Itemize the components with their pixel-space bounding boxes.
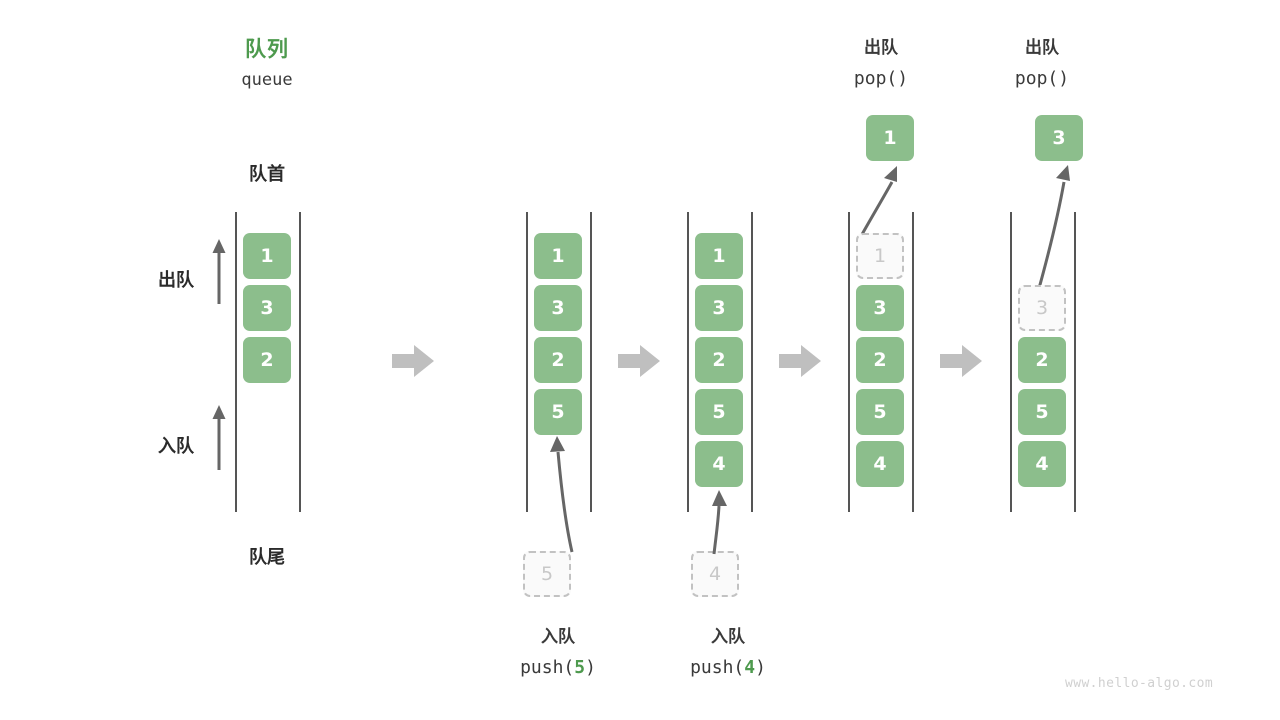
queue-stack-4: 1 3 2 5 4 <box>856 233 904 487</box>
queue-rail-left-2 <box>526 212 528 512</box>
queue-cell: 2 <box>856 337 904 383</box>
diagram-title-cn: 队列 <box>245 37 289 61</box>
queue-cell: 3 <box>695 285 743 331</box>
queue-cell: 1 <box>243 233 291 279</box>
queue-cell: 4 <box>1018 441 1066 487</box>
queue-cell: 5 <box>695 389 743 435</box>
queue-rail-left-3 <box>687 212 689 512</box>
queue-cell: 4 <box>695 441 743 487</box>
queue-cell: 4 <box>856 441 904 487</box>
code-prefix: pop( <box>1014 68 1059 89</box>
queue-cell: 3 <box>243 285 291 331</box>
queue-cell: 2 <box>243 337 291 383</box>
queue-rail-right-3 <box>751 212 753 512</box>
enqueue-label: 入队 <box>158 436 194 457</box>
pop-caption-cn-4: 出队 <box>864 38 898 58</box>
push-caption-code-2: push(5) <box>478 657 638 678</box>
rear-label: 队尾 <box>249 547 285 568</box>
popped-cell: 1 <box>866 115 914 161</box>
flow-arrow-icon <box>392 345 434 377</box>
queue-stack-1: 1 3 2 <box>243 233 291 383</box>
flow-arrow-icon <box>779 345 821 377</box>
queue-cell: 5 <box>534 389 582 435</box>
queue-cell: 1 <box>695 233 743 279</box>
flow-arrow-icon <box>940 345 982 377</box>
incoming-ghost-cell: 4 <box>691 551 739 597</box>
code-suffix: ) <box>897 68 909 89</box>
push-arrow-icon <box>550 436 574 553</box>
queue-rail-left-5 <box>1010 212 1012 512</box>
code-suffix: ) <box>1058 68 1070 89</box>
queue-cell: 1 <box>534 233 582 279</box>
pop-caption-cn-5: 出队 <box>1025 38 1059 58</box>
queue-cell: 3 <box>534 285 582 331</box>
incoming-ghost-cell: 5 <box>523 551 571 597</box>
watermark: www.hello-algo.com <box>1065 676 1214 691</box>
queue-rail-right-2 <box>590 212 592 512</box>
queue-rail-right-4 <box>912 212 914 512</box>
pop-caption-code-4: pop() <box>822 68 940 89</box>
code-prefix: push( <box>690 657 745 678</box>
queue-cell: 3 <box>856 285 904 331</box>
push-arrow-icon <box>712 490 727 555</box>
dequeue-label: 出队 <box>158 270 194 291</box>
code-arg: 5 <box>574 657 586 678</box>
push-caption-cn-3: 入队 <box>711 627 745 647</box>
queue-cell-ghost: 1 <box>856 233 904 279</box>
queue-stack-3: 1 3 2 5 4 <box>695 233 743 487</box>
popped-cell: 3 <box>1035 115 1083 161</box>
push-caption-cn-2: 入队 <box>541 627 575 647</box>
code-suffix: ) <box>585 657 596 678</box>
code-prefix: push( <box>520 657 575 678</box>
queue-rail-left-4 <box>848 212 850 512</box>
dequeue-direction-arrow-icon <box>212 239 226 304</box>
pop-caption-code-5: pop() <box>983 68 1101 89</box>
code-suffix: ) <box>755 657 766 678</box>
push-caption-code-3: push(4) <box>648 657 808 678</box>
pop-arrow-icon <box>858 166 897 239</box>
queue-stack-2: 1 3 2 5 <box>534 233 582 435</box>
pop-arrow-icon <box>1036 165 1070 293</box>
queue-rail-right-5 <box>1074 212 1076 512</box>
queue-stack-5: 3 2 5 4 <box>1018 285 1066 487</box>
queue-cell: 2 <box>534 337 582 383</box>
queue-rail-left-1 <box>235 212 237 512</box>
code-arg: 4 <box>744 657 756 678</box>
queue-cell: 2 <box>695 337 743 383</box>
queue-cell: 5 <box>856 389 904 435</box>
front-label: 队首 <box>249 164 285 185</box>
flow-arrow-icon <box>618 345 660 377</box>
enqueue-direction-arrow-icon <box>212 405 226 470</box>
queue-cell-ghost: 3 <box>1018 285 1066 331</box>
queue-cell: 5 <box>1018 389 1066 435</box>
queue-rail-right-1 <box>299 212 301 512</box>
code-prefix: pop( <box>853 68 898 89</box>
queue-cell: 2 <box>1018 337 1066 383</box>
diagram-title-en: queue <box>241 70 293 90</box>
